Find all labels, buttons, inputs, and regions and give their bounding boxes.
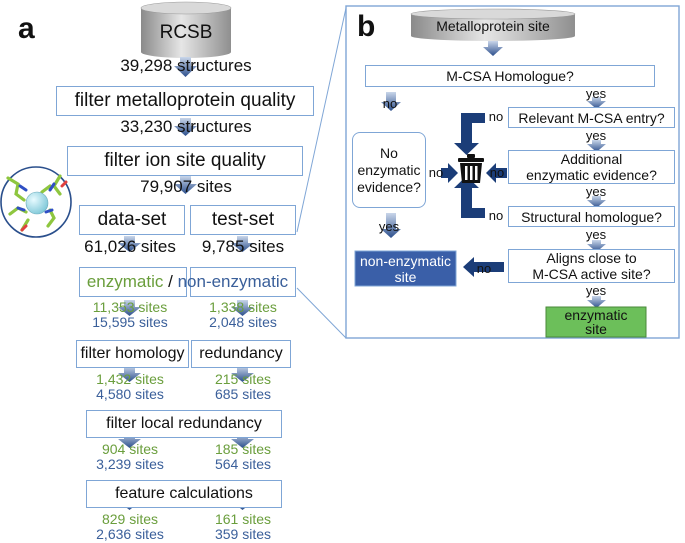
yes-label-5: yes [585, 283, 607, 298]
feature-calculations-label: feature calculations [115, 485, 253, 502]
redundancy-label: redundancy [199, 345, 283, 362]
structural-homologue-box: Structural homologue? [508, 206, 675, 227]
panel-a-letter: a [18, 12, 35, 45]
yes-evidence-label: yes [378, 219, 400, 234]
data-non-enzymatic-count-2: 4,580 sites [96, 386, 164, 402]
data-non-enzymatic-count-3: 3,239 sites [96, 456, 164, 472]
test-enzymatic-count-3: 185 sites [214, 441, 272, 457]
aligns-line-2: M-CSA active site? [532, 266, 651, 282]
filter-homology-label: filter homology [80, 345, 185, 362]
data-non-enzymatic-count-1: 15,595 sites [92, 314, 168, 330]
enzymatic-box-bg [545, 306, 647, 338]
test-non-enzymatic-count-1: 2,048 sites [209, 314, 277, 330]
no-structural-label: no [488, 208, 504, 223]
panel-connector-lines [296, 7, 347, 339]
filter-ion-site-box: filter ion site quality [67, 146, 303, 176]
non-enzymatic-box-bg [354, 250, 457, 287]
non-enzymatic-site-box: non-enzymatic site [355, 251, 456, 286]
data-non-enzymatic-count-4: 2,636 sites [96, 526, 164, 542]
test-non-enzymatic-count-3: 564 sites [214, 456, 272, 472]
enzymatic-label: enzymatic [86, 272, 164, 291]
filter-metalloprotein-label: filter metalloprotein quality [74, 90, 296, 111]
enzymatic-split-box-right [190, 267, 296, 297]
test-non-enzymatic-count-4: 359 sites [214, 526, 272, 542]
no-aligns-label: no [476, 261, 492, 276]
panel-b-frame [345, 5, 680, 339]
filter-homology-box: filter homology [76, 340, 189, 368]
metal-site-illustration [0, 166, 72, 238]
rcsb-database-icon [140, 1, 232, 58]
redundancy-box: redundancy [191, 340, 291, 368]
test-non-enzymatic-count-2: 685 sites [214, 386, 272, 402]
no-label-1: no [382, 96, 398, 111]
trash-arrows [441, 113, 507, 277]
slash-label: / [168, 272, 173, 291]
no-enzymatic-evidence-box: No enzymatic evidence? [352, 132, 426, 208]
yes-label-2: yes [585, 128, 607, 143]
enzymatic-split-box-left [79, 267, 187, 297]
test-set-label: test-set [211, 209, 275, 230]
relevant-mcsa-box: Relevant M-CSA entry? [508, 107, 675, 128]
data-set-sites: 61,026 sites [84, 237, 176, 256]
additional-evidence-box: Additional enzymatic evidence? [508, 150, 675, 184]
metalloprotein-site-label: Metalloprotein site [436, 18, 550, 34]
yes-label-4: yes [585, 227, 607, 242]
yes-label-1: yes [585, 86, 607, 101]
data-set-box: data-set [79, 205, 185, 235]
structures-count-1: 39,298 structures [120, 56, 252, 75]
data-enzymatic-count-3: 904 sites [101, 441, 159, 457]
no-evidence-line-2: enzymatic [357, 161, 421, 178]
rcsb-label: RCSB [159, 22, 213, 43]
no-evidence-no-label: no [428, 165, 444, 180]
filter-local-redundancy-label: filter local redundancy [106, 415, 262, 432]
non-enzymatic-label: non-enzymatic [177, 272, 289, 291]
test-enzymatic-count-4: 161 sites [214, 511, 272, 527]
mcsa-homologue-box: M-CSA Homologue? [365, 65, 655, 87]
enzymatic-site-box: enzymatic site [546, 307, 646, 337]
feature-calculations-box: feature calculations [86, 480, 282, 508]
filter-ion-site-label: filter ion site quality [104, 150, 266, 171]
no-evidence-line-3: evidence? [357, 178, 421, 195]
data-set-label: data-set [97, 209, 167, 230]
no-additional-label: no [489, 165, 505, 180]
trash-icon [458, 154, 484, 183]
no-evidence-line-1: No [380, 144, 398, 161]
sites-total-count: 79,907 sites [140, 177, 232, 196]
filter-local-redundancy-box: filter local redundancy [86, 410, 282, 438]
filter-metalloprotein-box: filter metalloprotein quality [56, 86, 314, 116]
aligns-line-1: Aligns close to [546, 250, 637, 266]
enzymatic-split-label: enzymatic / non-enzymatic [79, 272, 296, 292]
data-enzymatic-count-2: 1,432 sites [96, 371, 164, 387]
enzymatic-line-2: site [585, 321, 607, 337]
structural-homologue-label: Structural homologue? [521, 208, 662, 225]
test-set-sites: 9,785 sites [201, 237, 285, 256]
test-enzymatic-count-1: 1,338 sites [209, 299, 277, 315]
additional-evidence-line-2: enzymatic evidence? [526, 167, 657, 183]
non-enzymatic-line-2: site [394, 269, 417, 285]
metalloprotein-database-icon [410, 8, 576, 41]
test-enzymatic-count-2: 215 sites [214, 371, 272, 387]
panel-b-letter: b [357, 10, 376, 43]
structures-count-2: 33,230 structures [120, 117, 252, 136]
relevant-mcsa-label: Relevant M-CSA entry? [518, 109, 665, 126]
mcsa-homologue-label: M-CSA Homologue? [446, 68, 574, 84]
no-relevant-label: no [488, 109, 504, 124]
enzymatic-line-1: enzymatic [564, 307, 628, 323]
additional-evidence-line-1: Additional [560, 151, 623, 167]
yes-label-3: yes [585, 184, 607, 199]
data-enzymatic-count-1: 11,353 sites [92, 299, 168, 315]
data-enzymatic-count-4: 829 sites [101, 511, 159, 527]
test-set-box: test-set [190, 205, 296, 235]
flow-arrows-b [381, 41, 606, 308]
non-enzymatic-line-1: non-enzymatic [359, 253, 452, 269]
aligns-mcsa-box: Aligns close to M-CSA active site? [508, 249, 675, 283]
